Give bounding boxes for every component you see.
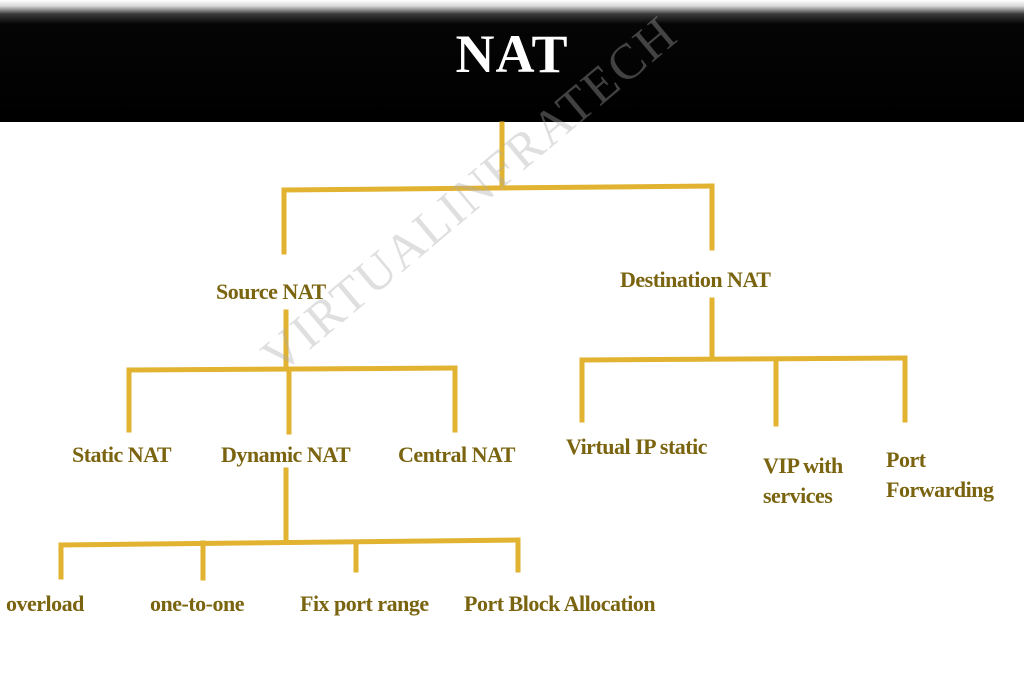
node-static-nat: Static NAT	[72, 442, 172, 467]
connector-source-bar	[126, 365, 458, 373]
node-one-to-one: one-to-one	[150, 591, 244, 616]
node-dynamic-nat: Dynamic NAT	[221, 442, 351, 467]
connector-root-bar	[281, 183, 715, 193]
node-virtual-ip-static: Virtual IP static	[566, 434, 708, 459]
connector-dynamic-bar	[58, 537, 521, 548]
node-port-forwarding-line1: Port	[886, 447, 926, 472]
node-central-nat: Central NAT	[398, 442, 515, 467]
node-port-block-allocation: Port Block Allocation	[464, 591, 656, 616]
diagram-title: NAT	[455, 24, 569, 84]
node-fix-port-range: Fix port range	[300, 591, 429, 616]
node-vip-with-services-line1: VIP with	[763, 453, 843, 478]
node-vip-with-services-line2: services	[763, 483, 833, 508]
node-source-nat: Source NAT	[216, 279, 326, 304]
connector-destination-bar	[579, 355, 908, 363]
node-overload: overload	[6, 591, 84, 616]
node-port-forwarding-line2: Forwarding	[886, 477, 994, 502]
title-bar: NAT	[0, 0, 1024, 122]
node-destination-nat: Destination NAT	[620, 267, 771, 292]
